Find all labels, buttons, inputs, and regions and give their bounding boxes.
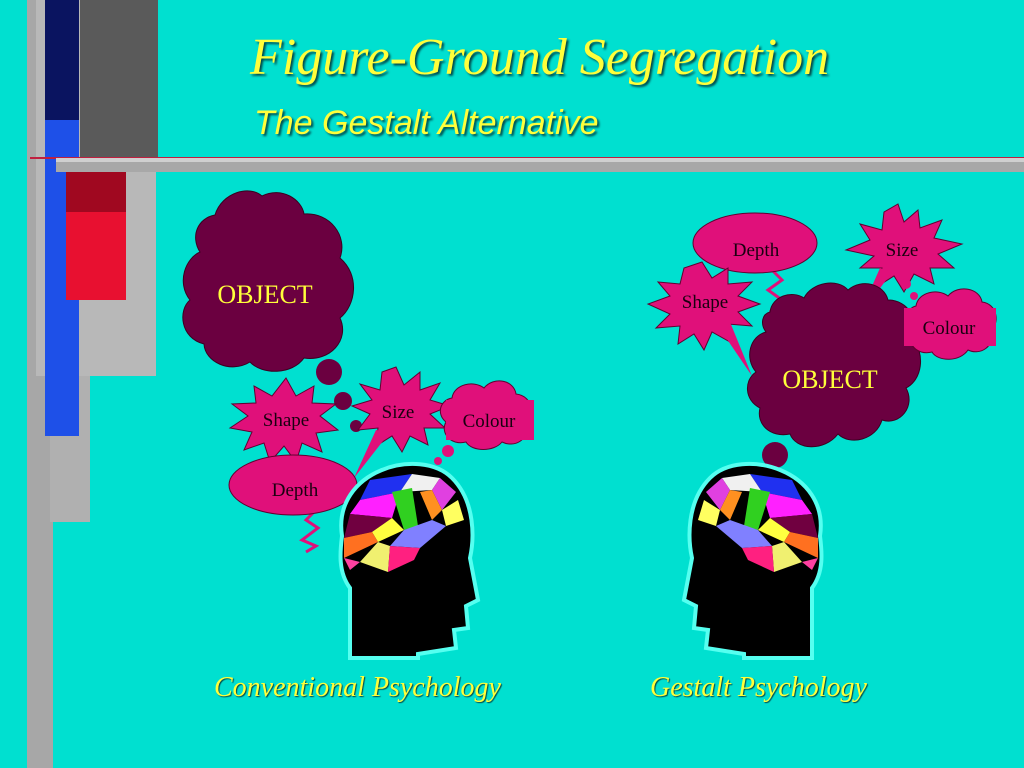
head-conventional [338, 462, 481, 660]
slide-subtitle: The Gestalt Alternative [254, 104, 599, 142]
size-dot-2 [910, 292, 918, 300]
size-pointer [354, 430, 390, 478]
colour-dot-1 [442, 445, 454, 457]
size-burst [350, 366, 452, 454]
depth-label: Depth [272, 480, 319, 501]
depth-zigzag [299, 506, 321, 554]
shape-label: Shape [682, 292, 728, 313]
object-label: OBJECT [782, 365, 877, 394]
colour-label-box [446, 400, 534, 440]
object-label: OBJECT [217, 280, 312, 309]
caption-gestalt: Gestalt Psychology [650, 672, 867, 703]
thought-dot-large [316, 359, 342, 385]
shape-pointer [718, 322, 752, 376]
thought-dot-medium [334, 392, 352, 410]
colour-dot-2 [434, 457, 442, 465]
colour-label: Colour [463, 411, 516, 432]
colour-label: Colour [923, 318, 976, 339]
navy-block [45, 0, 79, 120]
depth-label: Depth [733, 240, 780, 261]
colour-label-box [904, 308, 996, 346]
object-cloud [182, 190, 354, 372]
dark-red-block [66, 172, 126, 212]
size-dot-1 [901, 279, 911, 289]
size-label: Size [886, 240, 919, 261]
head-gestalt [681, 462, 824, 660]
shape-burst [646, 261, 762, 352]
caption-conventional: Conventional Psychology [214, 672, 501, 703]
depth-bubble [692, 212, 818, 274]
shape-burst [228, 377, 340, 464]
shape-label: Shape [263, 410, 309, 431]
title-rule-highlight [56, 158, 1024, 162]
object-cloud [747, 282, 922, 448]
thought-dot-large [762, 442, 788, 468]
slide-title: Figure-Ground Segregation [250, 29, 830, 86]
size-label: Size [382, 402, 415, 423]
dark-gray-block [80, 0, 158, 160]
